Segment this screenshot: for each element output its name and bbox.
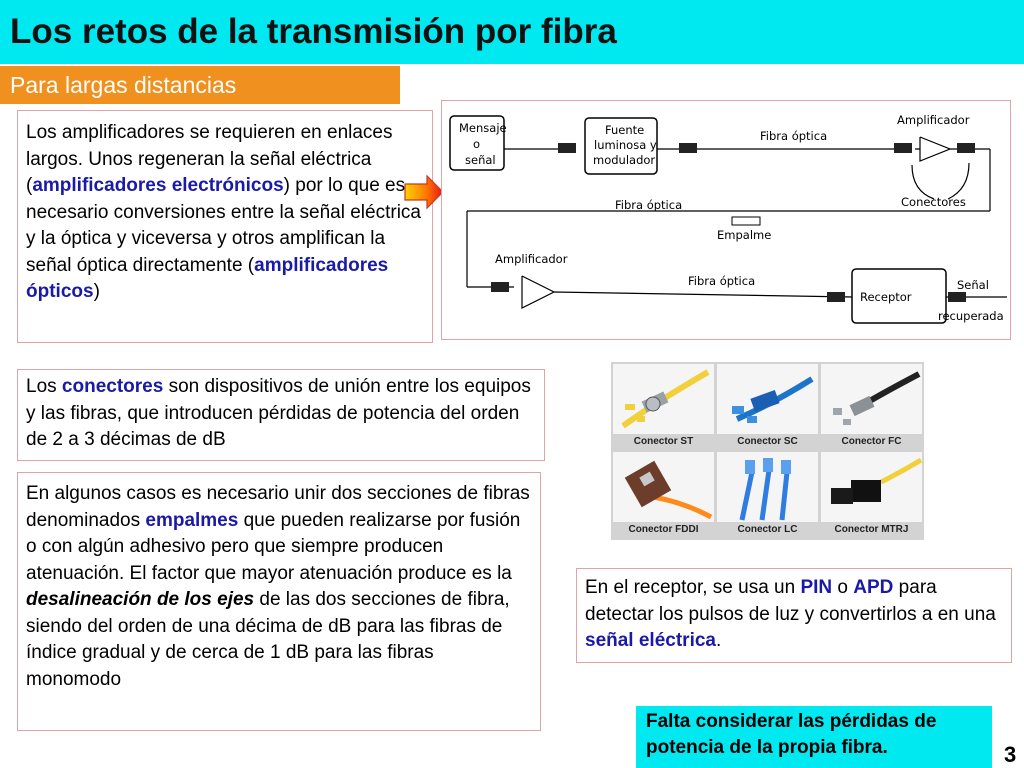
diagram-fiber-label: Fibra óptica (760, 129, 827, 143)
right-arrow-icon (404, 174, 444, 210)
keyword-connectors: conectores (61, 376, 164, 397)
svg-text:luminosa y: luminosa y (594, 138, 657, 152)
keyword-pin: PIN (800, 577, 833, 598)
diagram-splice-label: Empalme (717, 228, 771, 242)
diagram-amplifier-label-2: Amplificador (495, 252, 568, 266)
fddi-connector-icon (624, 460, 713, 520)
sc-connector-icon (732, 376, 814, 423)
svg-text:recuperada: recuperada (938, 309, 1004, 323)
diagram-fiber-label-2: Fibra óptica (615, 198, 682, 212)
connector-st-cell: Conector ST (613, 364, 714, 450)
keyword-electronic-amplifiers: amplificadores electrónicos (32, 175, 284, 196)
connector-types-grid: Conector ST Conector SC Conector FC Cone… (611, 362, 924, 540)
keyword-splices: empalmes (145, 509, 239, 531)
svg-text:señal: señal (465, 153, 496, 167)
diagram-message-label: Mensaje (459, 121, 507, 135)
connector-fc-label: Conector FC (821, 434, 922, 450)
connectors-text-box: Los conectores son dispositivos de unión… (17, 369, 545, 461)
page-number: 3 (1004, 742, 1017, 767)
connector-fc-cell: Conector FC (821, 364, 922, 450)
svg-text:o: o (473, 137, 480, 151)
st-connector-icon (621, 369, 710, 429)
fiber-loss-note: Falta considerar las pérdidas de potenci… (636, 706, 992, 768)
diagram-amplifier-label: Amplificador (897, 113, 970, 127)
subtitle-bar: Para largas distancias (0, 66, 400, 104)
connector-st-label: Conector ST (613, 434, 714, 450)
splices-text-box: En algunos casos es necesario unir dos s… (17, 472, 541, 731)
diagram-source-label: Fuente (605, 123, 644, 137)
connector-fddi-label: Conector FDDI (613, 522, 714, 538)
slide-title: Los retos de la transmisión por fibra (10, 12, 617, 51)
connector-fddi-cell: Conector FDDI (613, 452, 714, 538)
mtrj-connector-icon (831, 457, 922, 504)
title-bar: Los retos de la transmisión por fibra (0, 0, 1024, 64)
connector-sc-cell: Conector SC (717, 364, 818, 450)
receiver-text-box: En el receptor, se usa un PIN o APD para… (576, 568, 1012, 663)
keyword-optical-amplifiers: amplificadores ópticos (26, 254, 389, 303)
diagram-connectors-label: Conectores (901, 195, 966, 209)
connector-mtrj-label: Conector MTRJ (821, 522, 922, 538)
connector-sc-label: Conector SC (717, 434, 818, 450)
emphasis-axis-misalignment: desalineación de los ejes (26, 589, 255, 610)
slide-subtitle: Para largas distancias (10, 72, 237, 98)
svg-text:modulador: modulador (593, 153, 655, 167)
diagram-signal-label: Señal (957, 278, 989, 292)
amplifiers-text-box: Los amplificadores se requieren en enlac… (17, 110, 433, 343)
keyword-electrical-signal: señal eléctrica (585, 630, 716, 651)
connector-lc-cell: Conector LC (717, 452, 818, 538)
fiber-link-diagram: Mensaje o señal Fuente luminosa y modula… (441, 100, 1011, 340)
connector-mtrj-cell: Conector MTRJ (821, 452, 922, 538)
fc-connector-icon (833, 371, 921, 425)
connector-lc-label: Conector LC (717, 522, 818, 538)
diagram-receiver-label: Receptor (860, 290, 912, 304)
lc-connector-icon (739, 458, 791, 521)
diagram-fiber-label-3: Fibra óptica (688, 274, 755, 288)
keyword-apd: APD (853, 577, 894, 598)
